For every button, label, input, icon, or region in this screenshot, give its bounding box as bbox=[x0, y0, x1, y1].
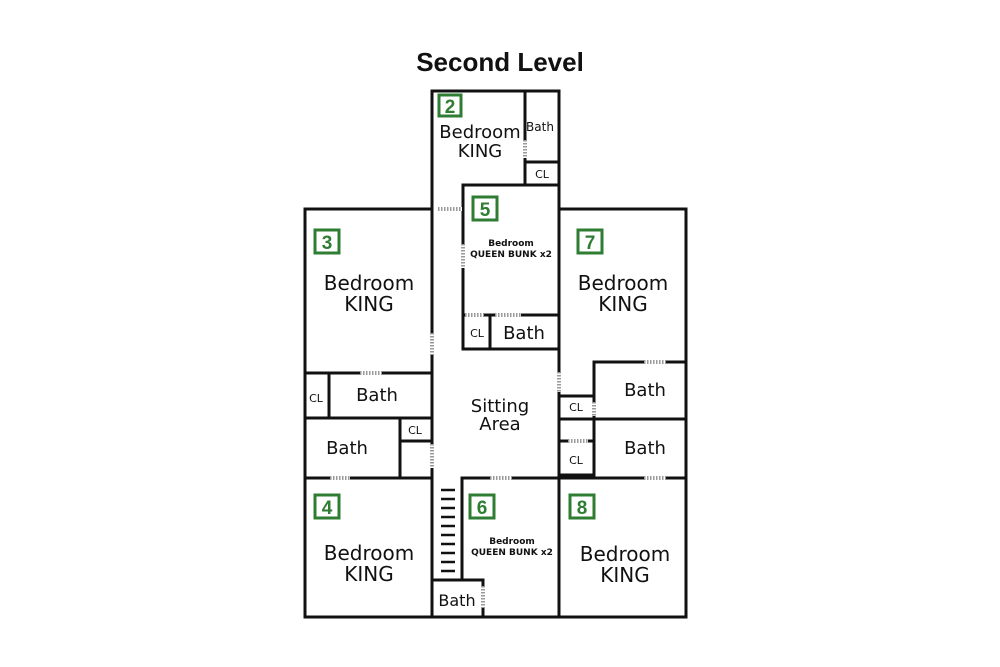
room-3-label-1: Bedroom bbox=[324, 271, 414, 295]
sitting-area-label-2: Area bbox=[479, 414, 520, 435]
bath-label: Bath bbox=[624, 380, 666, 401]
doorways bbox=[330, 140, 666, 608]
room-2-label-1: Bedroom bbox=[439, 122, 520, 143]
closet-labels: CL CL CL CL CL CL bbox=[309, 168, 584, 467]
exterior-walls bbox=[303, 89, 688, 619]
closet-label: CL bbox=[470, 327, 485, 340]
closet-label: CL bbox=[535, 168, 550, 181]
badge-2: 2 bbox=[437, 93, 463, 118]
interior-walls bbox=[303, 89, 688, 619]
badge-6: 6 bbox=[468, 493, 496, 520]
staircase bbox=[441, 488, 455, 573]
room-8-label-1: Bedroom bbox=[580, 542, 670, 566]
badge-4: 4 bbox=[313, 493, 341, 520]
bath-label: Bath bbox=[624, 438, 666, 459]
bath-label: Bath bbox=[356, 385, 398, 406]
svg-text:6: 6 bbox=[477, 498, 488, 519]
badge-5: 5 bbox=[471, 195, 499, 222]
svg-text:8: 8 bbox=[577, 498, 588, 519]
room-7-label-2: KING bbox=[598, 292, 647, 316]
room-badges: 2 3 4 5 6 7 8 bbox=[313, 93, 604, 520]
closet-label: CL bbox=[309, 392, 324, 405]
room-6-label-1: Bedroom bbox=[489, 537, 535, 547]
bath-labels: Bath Bath Bath Bath Bath Bath Bath bbox=[326, 120, 666, 610]
room-7-label-1: Bedroom bbox=[578, 271, 668, 295]
svg-text:5: 5 bbox=[480, 200, 491, 221]
room-4-label-2: KING bbox=[344, 562, 393, 586]
room-6-label-2: QUEEN BUNK x2 bbox=[471, 548, 553, 558]
svg-text:2: 2 bbox=[445, 97, 456, 118]
sitting-area-label-1: Sitting bbox=[471, 396, 529, 417]
room-3-label-2: KING bbox=[344, 292, 393, 316]
room-4-label-1: Bedroom bbox=[324, 541, 414, 565]
bath-label: Bath bbox=[326, 438, 368, 459]
room-8-label-2: KING bbox=[600, 563, 649, 587]
badge-7: 7 bbox=[576, 228, 604, 255]
bath-label: Bath bbox=[438, 591, 475, 610]
room-5-label-1: Bedroom bbox=[488, 239, 534, 249]
room-labels: Bedroom KING Bedroom KING Bedroom KING B… bbox=[324, 122, 670, 587]
svg-text:3: 3 bbox=[322, 233, 333, 254]
svg-text:4: 4 bbox=[322, 498, 333, 519]
closet-label: CL bbox=[569, 454, 584, 467]
bath-label: Bath bbox=[503, 323, 545, 344]
badge-3: 3 bbox=[313, 228, 341, 255]
bath-label: Bath bbox=[526, 120, 554, 134]
room-2-label-2: KING bbox=[458, 141, 503, 162]
badge-8: 8 bbox=[568, 493, 596, 520]
plan-title: Second Level bbox=[416, 47, 584, 77]
svg-text:7: 7 bbox=[585, 233, 596, 254]
room-5-label-2: QUEEN BUNK x2 bbox=[470, 250, 552, 260]
closet-label: CL bbox=[408, 424, 423, 437]
closet-label: CL bbox=[569, 401, 584, 414]
